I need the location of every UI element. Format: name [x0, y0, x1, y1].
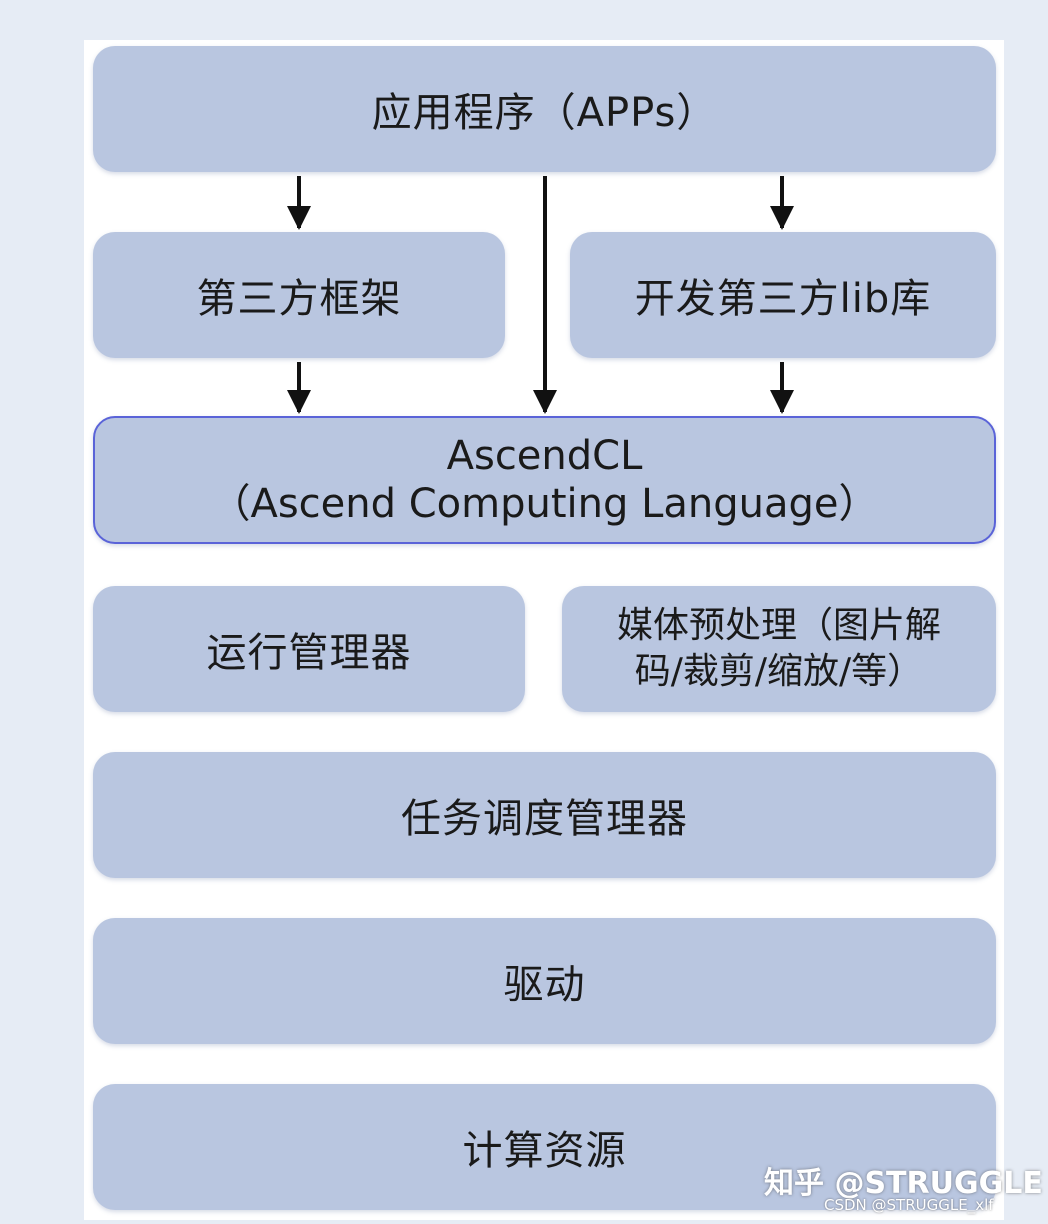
third-party-framework-box: 第三方框架	[93, 232, 505, 358]
runtime-manager-label: 运行管理器	[206, 630, 412, 676]
compute-resources-layer: 计算资源	[93, 1084, 996, 1210]
ascendcl-layer: AscendCL （Ascend Computing Language）	[93, 416, 996, 544]
task-scheduler-layer: 任务调度管理器	[93, 752, 996, 878]
ascendcl-subtitle: （Ascend Computing Language）	[210, 481, 879, 527]
csdn-watermark: CSDN @STRUGGLE_xlf	[824, 1196, 994, 1214]
driver-label: 驱动	[503, 962, 586, 1008]
media-preprocess-line2: 码/裁剪/缩放/等）	[634, 651, 924, 692]
third-party-framework-label: 第三方框架	[196, 276, 402, 322]
zhihu-watermark: 知乎 @STRUGGLE	[764, 1166, 1043, 1201]
media-preprocess-line1: 媒体预处理（图片解	[616, 605, 941, 646]
apps-label: 应用程序（APPs）	[371, 90, 718, 136]
runtime-manager-box: 运行管理器	[93, 586, 525, 712]
third-party-lib-label: 开发第三方lib库	[634, 276, 932, 322]
compute-resources-label: 计算资源	[462, 1128, 627, 1174]
apps-layer: 应用程序（APPs）	[93, 46, 996, 172]
task-scheduler-label: 任务调度管理器	[401, 796, 688, 842]
media-preprocess-box: 媒体预处理（图片解 码/裁剪/缩放/等）	[562, 586, 996, 712]
ascendcl-title: AscendCL	[446, 433, 643, 479]
driver-layer: 驱动	[93, 918, 996, 1044]
third-party-lib-box: 开发第三方lib库	[570, 232, 996, 358]
